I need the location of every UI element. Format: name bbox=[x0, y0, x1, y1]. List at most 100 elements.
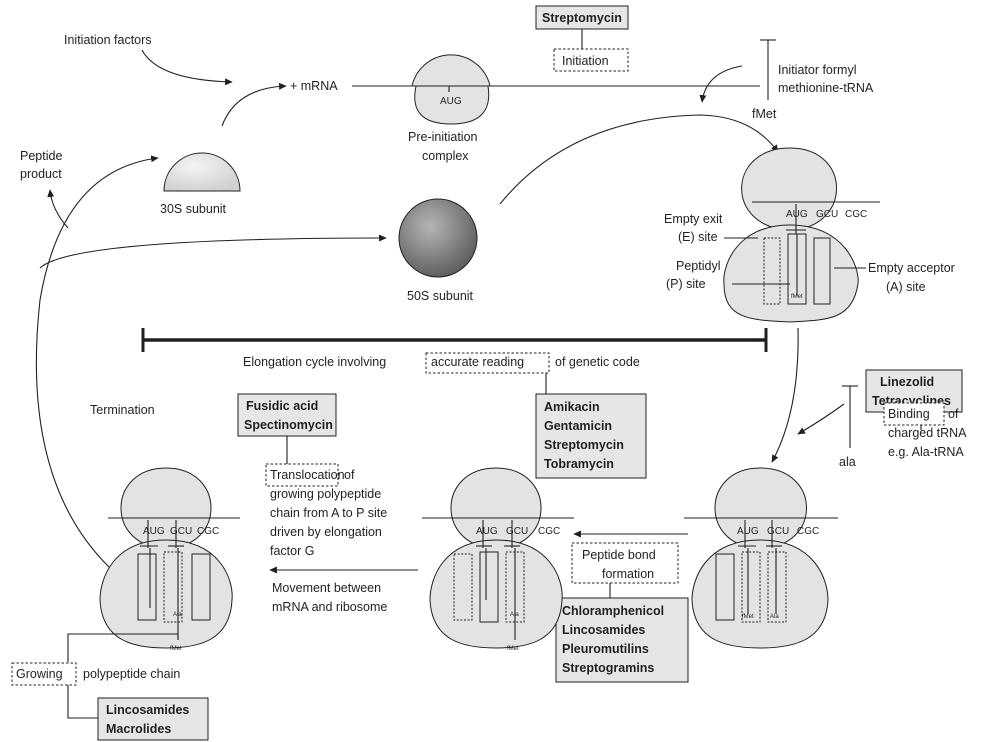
svg-text:fMet: fMet bbox=[170, 646, 182, 652]
svg-text:Ala: Ala bbox=[770, 614, 779, 620]
drug-pleuromutilins: Pleuromutilins bbox=[562, 642, 649, 656]
ribosome-initiation-complex: AUG GCU CGC fMet bbox=[723, 147, 880, 323]
growing-label: Growing bbox=[16, 667, 63, 681]
growing-box bbox=[11, 662, 77, 686]
ala-label: ala bbox=[839, 455, 856, 469]
peptidyl-label-1: Peptidyl bbox=[676, 259, 720, 273]
drug-linezolid: Linezolid bbox=[880, 375, 934, 389]
peptide-bond-box bbox=[571, 542, 679, 584]
binding-box bbox=[883, 402, 945, 426]
svg-text:fMet: fMet bbox=[791, 294, 803, 300]
to-50s-arrow bbox=[39, 234, 387, 269]
translocation-line-3: chain from A to P site bbox=[270, 506, 387, 520]
drug-lincosamides: Lincosamides bbox=[562, 623, 645, 637]
svg-text:CGC: CGC bbox=[797, 526, 819, 537]
drug-streptomycin: Streptomycin bbox=[544, 438, 624, 452]
initiation-step-label: Initiation bbox=[562, 54, 609, 68]
svg-text:AUG: AUG bbox=[786, 209, 808, 220]
drug-streptogramins: Streptogramins bbox=[562, 661, 654, 675]
ribosome-aminoacyl: AUG GCU CGC fMet Ala bbox=[684, 467, 838, 649]
pre-initiation-label-2: complex bbox=[422, 149, 469, 163]
drug-gentamicin: Gentamicin bbox=[544, 419, 612, 433]
ribosome-peptidyl: AUG GCU CGC Ala fMet bbox=[422, 467, 574, 652]
svg-text:GCU: GCU bbox=[816, 209, 838, 220]
peptide-bond-label-2: formation bbox=[602, 567, 654, 581]
ribosome-translocated: AUG GCU CGC Ala fMet bbox=[99, 467, 240, 652]
accurate-reading-label: accurate reading bbox=[431, 355, 524, 369]
empty-exit-label-1: Empty exit bbox=[664, 212, 723, 226]
peptidyl-label-2: (P) site bbox=[666, 277, 706, 291]
svg-text:GCU: GCU bbox=[506, 526, 528, 537]
initiator-arrow bbox=[699, 65, 743, 103]
subunit-30s bbox=[163, 152, 241, 192]
translocation-line-4: driven by elongation bbox=[270, 525, 382, 539]
translocation-line-2: growing polypeptide bbox=[270, 487, 381, 501]
to-mrna-arrow bbox=[221, 82, 287, 127]
svg-text:Ala: Ala bbox=[510, 612, 519, 618]
svg-text:GCU: GCU bbox=[767, 526, 789, 537]
initiator-label-2: methionine-tRNA bbox=[778, 81, 874, 95]
to-ribosome-2-arrow bbox=[771, 327, 799, 463]
drug-streptomycin-initiation: Streptomycin bbox=[542, 11, 622, 25]
ala-arrow bbox=[797, 403, 845, 435]
peptide-bond-label-1: Peptide bond bbox=[582, 548, 656, 562]
svg-text:AUG: AUG bbox=[476, 526, 498, 537]
translocation-box bbox=[265, 463, 339, 487]
drug-amikacin: Amikacin bbox=[544, 400, 600, 414]
assembly-arrow bbox=[499, 114, 779, 205]
elongation-label-post: of genetic code bbox=[555, 355, 640, 369]
svg-text:CGC: CGC bbox=[845, 209, 867, 220]
svg-text:Ala: Ala bbox=[173, 612, 182, 618]
mrna-label: + mRNA bbox=[290, 79, 338, 93]
subunit-30s-label: 30S subunit bbox=[160, 202, 227, 216]
binding-of-label: of bbox=[948, 407, 959, 421]
movement-label-2: mRNA and ribosome bbox=[272, 600, 387, 614]
binding-label: Binding bbox=[888, 407, 930, 421]
svg-text:AUG: AUG bbox=[143, 526, 165, 537]
accurate-reading-box bbox=[425, 352, 550, 374]
translocation-line-5: factor G bbox=[270, 544, 314, 558]
initiation-step-box bbox=[553, 48, 629, 72]
drug-lincosamides-exit: Lincosamides bbox=[106, 703, 189, 717]
movement-label-1: Movement between bbox=[272, 581, 381, 595]
pre-initiation-label-1: Pre-initiation bbox=[408, 130, 478, 144]
return-to-30s-arrow bbox=[35, 155, 159, 569]
pre-initiation-complex bbox=[411, 54, 491, 87]
translocation-label: Translocation bbox=[270, 468, 345, 482]
peptide-product-arrow bbox=[47, 189, 69, 229]
elongation-label-pre: Elongation cycle involving bbox=[243, 355, 386, 369]
empty-acceptor-label-1: Empty acceptor bbox=[868, 261, 955, 275]
drug-box-aminoglycosides bbox=[535, 393, 647, 479]
growing-chain-connector bbox=[67, 633, 179, 662]
ala-trna-label: e.g. Ala-tRNA bbox=[888, 445, 964, 459]
drug-spectinomycin: Spectinomycin bbox=[244, 418, 333, 432]
pre-initiation-lower bbox=[414, 85, 490, 125]
svg-text:fMet: fMet bbox=[507, 646, 519, 652]
drug-tobramycin: Tobramycin bbox=[544, 457, 614, 471]
initiator-label-1: Initiator formyl bbox=[778, 63, 857, 77]
drug-macrolides: Macrolides bbox=[106, 722, 171, 736]
drug-box-peptide-bond bbox=[555, 597, 689, 683]
empty-exit-label-2: (E) site bbox=[678, 230, 718, 244]
fmet-label: fMet bbox=[752, 107, 777, 121]
charged-trna-label: charged tRNA bbox=[888, 426, 967, 440]
peptide-product-label-2: product bbox=[20, 167, 62, 181]
translocation-of: of bbox=[344, 468, 355, 482]
empty-acceptor-label-2: (A) site bbox=[886, 280, 926, 294]
drug-chloramphenicol: Chloramphenicol bbox=[562, 604, 664, 618]
subunit-50s bbox=[398, 198, 478, 278]
svg-text:CGC: CGC bbox=[538, 526, 560, 537]
pre-initiation-aug: AUG bbox=[440, 96, 462, 107]
initiation-factors-label: Initiation factors bbox=[64, 33, 152, 47]
peptide-product-label-1: Peptide bbox=[20, 149, 62, 163]
growing-rest-label: polypeptide chain bbox=[83, 667, 180, 681]
svg-text:GCU: GCU bbox=[170, 526, 192, 537]
subunit-50s-label: 50S subunit bbox=[407, 289, 474, 303]
drug-fusidic-acid: Fusidic acid bbox=[246, 399, 318, 413]
svg-text:AUG: AUG bbox=[737, 526, 759, 537]
termination-label: Termination bbox=[90, 403, 155, 417]
drug-box-exit-tunnel bbox=[97, 697, 209, 741]
svg-text:CGC: CGC bbox=[197, 526, 219, 537]
initiation-factors-arrow bbox=[141, 49, 233, 86]
